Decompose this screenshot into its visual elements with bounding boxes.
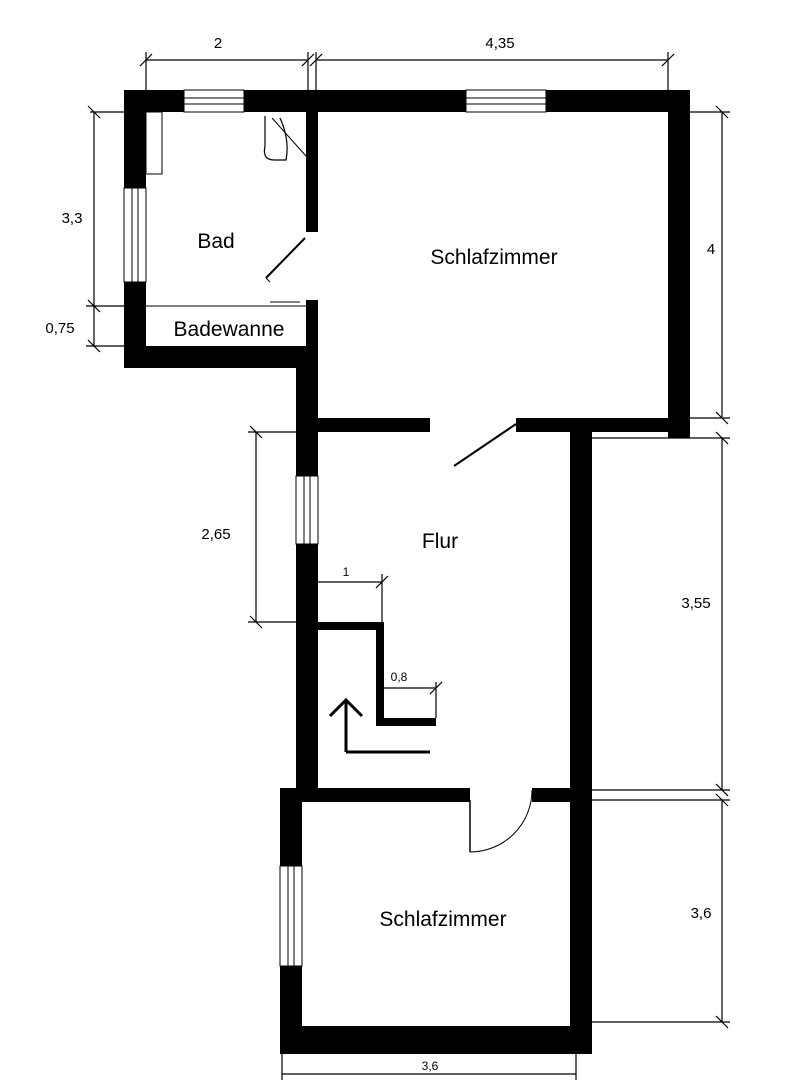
dim-flur-window-section: 2,65 [201,526,230,543]
dim-bad-depth: 3,3 [62,210,83,227]
wall-stair-top [316,622,384,630]
door-swing-arc [469,789,533,853]
wall-flur-left-lower [296,544,318,800]
label-badewanne: Badewanne [174,318,285,341]
door-schlafzimmer-top [453,423,517,467]
dimension-lines [86,52,730,1080]
window-flur-left [295,475,319,545]
wall-flur-right [570,418,592,1054]
label-schlafzimmer-top: Schlafzimmer [430,246,557,269]
wall-top [124,90,690,112]
dim-stair-width: 1 [343,565,350,579]
label-schlafzimmer-bottom: Schlafzimmer [379,908,506,931]
doors [145,111,533,853]
dim-stair-step: 0,8 [391,670,408,684]
wall-schlafzimmer-bottom-right [516,418,690,432]
window-schlafzimmer-top [465,89,547,113]
dim-schlafzimmer-bottom-depth: 3,6 [691,905,712,922]
dim-flur-depth: 3,55 [681,595,710,612]
wall-lower-bottom [280,1026,592,1054]
label-flur: Flur [422,530,458,553]
dim-schlafzimmer-top-depth: 4 [707,241,715,258]
wall-flur-left-upper [296,346,318,476]
door-bad [265,237,306,279]
window-lower-left [279,865,303,967]
wall-flur-bottom-right [532,788,592,802]
dim-badewanne-depth: 0,75 [45,320,74,337]
room-labels: Bad Badewanne Schlafzimmer Flur Schlafzi… [174,230,558,931]
dim-bad-width: 2 [214,35,222,52]
dim-schlafzimmer-top-width: 4,35 [485,35,514,52]
wall-stair-side [376,622,384,726]
wall-bad-bottom [124,346,318,368]
windows [123,89,547,967]
dimension-labels: 2 4,35 3,3 0,75 4 2,65 1 0,8 3,55 3,6 3,… [45,35,715,1073]
window-bad-left [123,187,147,283]
label-bad: Bad [197,230,234,253]
bad-cabinet [145,111,163,175]
window-bad-top [183,89,245,113]
wall-schlafzimmer-bottom-left [316,418,430,432]
wall-right-upper [668,90,690,438]
wall-flur-bottom-left [280,788,470,802]
wall-bad-partition-upper [306,108,318,232]
wall-bad-partition-lower [306,300,318,360]
dim-schlafzimmer-bottom-width: 3,6 [422,1059,439,1073]
wall-stair-bottom [376,718,436,726]
stair-arrow [328,697,430,754]
